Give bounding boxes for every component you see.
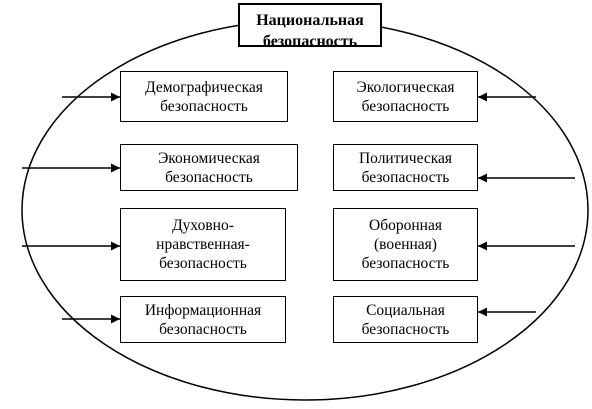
box-spiritual-moral-security: Духовно- нравственная- безопасность [120, 208, 286, 281]
box-demographic-security: Демографическая безопасность [120, 71, 288, 122]
outer-ellipse [21, 19, 589, 401]
box-ecological-security: Экологическая безопасность [333, 71, 478, 122]
box-economic-security: Экономическая безопасность [120, 144, 298, 191]
title-box: Национальная безопасность [238, 3, 382, 47]
box-social-security: Социальная безопасность [333, 296, 478, 343]
box-political-security: Политическая безопасность [333, 144, 478, 191]
box-information-security: Информационная безопасность [120, 296, 286, 343]
box-defense-security: Оборонная (военная) безопасность [333, 208, 478, 281]
